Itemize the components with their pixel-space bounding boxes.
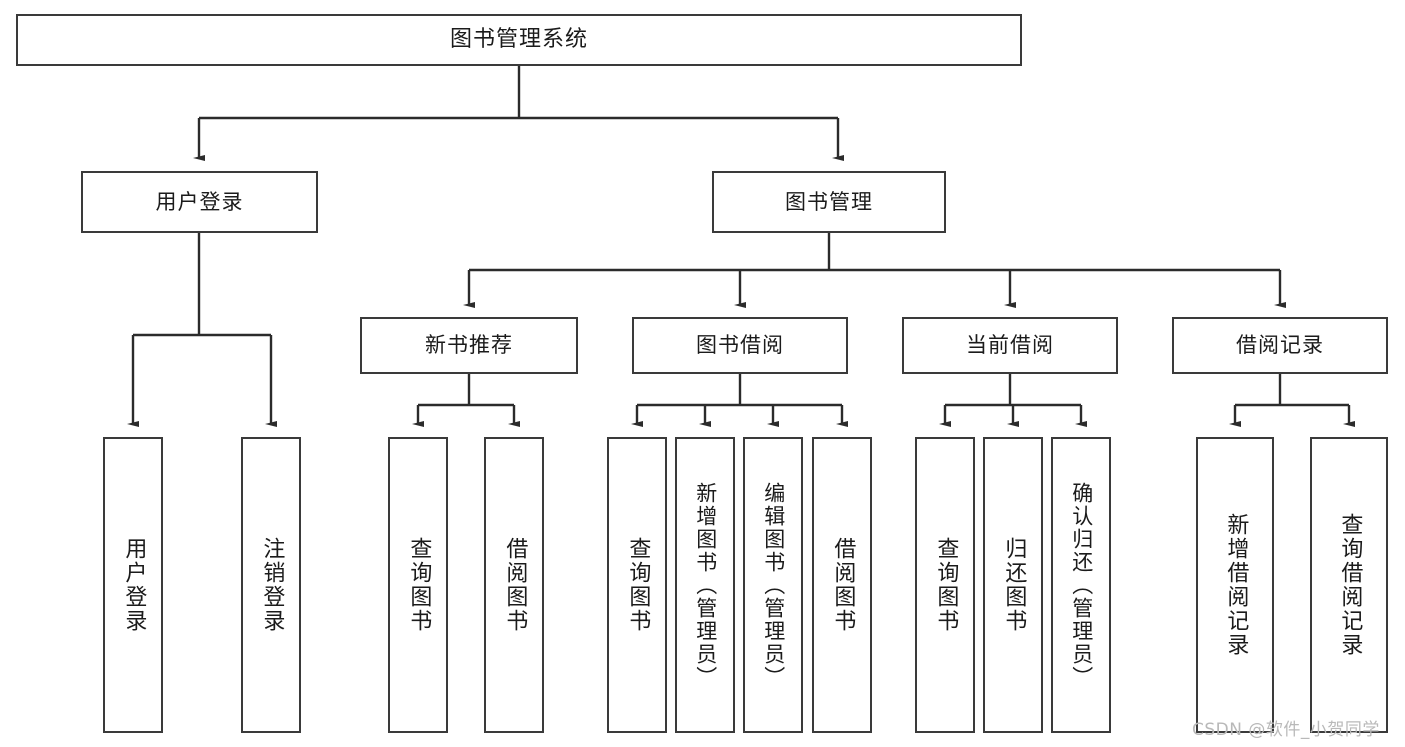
leaf-borrow-add-book-admin[interactable]: 新增图书（管理员） bbox=[675, 437, 735, 733]
node-label: 用户登录 bbox=[121, 537, 147, 633]
node-label: 新书推荐 bbox=[425, 333, 513, 358]
node-root-system[interactable]: 图书管理系统 bbox=[16, 14, 1022, 66]
leaf-recommend-query-book[interactable]: 查询图书 bbox=[388, 437, 448, 733]
node-book-borrow[interactable]: 图书借阅 bbox=[632, 317, 848, 374]
node-label: 图书管理系统 bbox=[449, 27, 588, 53]
node-user-login[interactable]: 用户登录 bbox=[81, 171, 318, 233]
node-label: 借阅图书 bbox=[830, 537, 856, 633]
node-borrow-record[interactable]: 借阅记录 bbox=[1172, 317, 1388, 374]
leaf-user-login-signin[interactable]: 用户登录 bbox=[103, 437, 163, 733]
node-label: 用户登录 bbox=[155, 189, 244, 214]
node-current-borrow[interactable]: 当前借阅 bbox=[902, 317, 1118, 374]
leaf-recommend-borrow-book[interactable]: 借阅图书 bbox=[484, 437, 544, 733]
node-label: 查询图书 bbox=[625, 537, 651, 633]
node-book-management[interactable]: 图书管理 bbox=[712, 171, 946, 233]
leaf-record-add-record[interactable]: 新增借阅记录 bbox=[1196, 437, 1274, 733]
node-label: 注销登录 bbox=[259, 537, 285, 633]
leaf-current-query-book[interactable]: 查询图书 bbox=[915, 437, 975, 733]
node-label: 归还图书 bbox=[1001, 537, 1027, 633]
node-label: 查询图书 bbox=[406, 537, 432, 633]
watermark-text: CSDN @软件_小贺同学 bbox=[1192, 720, 1380, 740]
node-label: 查询借阅记录 bbox=[1337, 513, 1363, 657]
leaf-user-login-signout[interactable]: 注销登录 bbox=[241, 437, 301, 733]
node-new-book-recommend[interactable]: 新书推荐 bbox=[360, 317, 578, 374]
node-label: 图书管理 bbox=[785, 189, 873, 214]
leaf-record-query-record[interactable]: 查询借阅记录 bbox=[1310, 437, 1388, 733]
node-label: 查询图书 bbox=[933, 537, 959, 633]
leaf-borrow-borrow-book[interactable]: 借阅图书 bbox=[812, 437, 872, 733]
node-label: 图书借阅 bbox=[696, 333, 784, 358]
leaf-borrow-query-book[interactable]: 查询图书 bbox=[607, 437, 667, 733]
node-label: 借阅图书 bbox=[502, 537, 528, 633]
leaf-borrow-edit-book-admin[interactable]: 编辑图书（管理员） bbox=[743, 437, 803, 733]
node-label: 当前借阅 bbox=[966, 333, 1054, 358]
node-label: 借阅记录 bbox=[1236, 333, 1324, 358]
node-label: 新增借阅记录 bbox=[1223, 513, 1249, 657]
node-label: 编辑图书（管理员） bbox=[761, 481, 786, 689]
node-label: 新增图书（管理员） bbox=[693, 481, 718, 689]
leaf-current-return-book[interactable]: 归还图书 bbox=[983, 437, 1043, 733]
node-label: 确认归还（管理员） bbox=[1069, 481, 1094, 689]
leaf-current-confirm-return-admin[interactable]: 确认归还（管理员） bbox=[1051, 437, 1111, 733]
